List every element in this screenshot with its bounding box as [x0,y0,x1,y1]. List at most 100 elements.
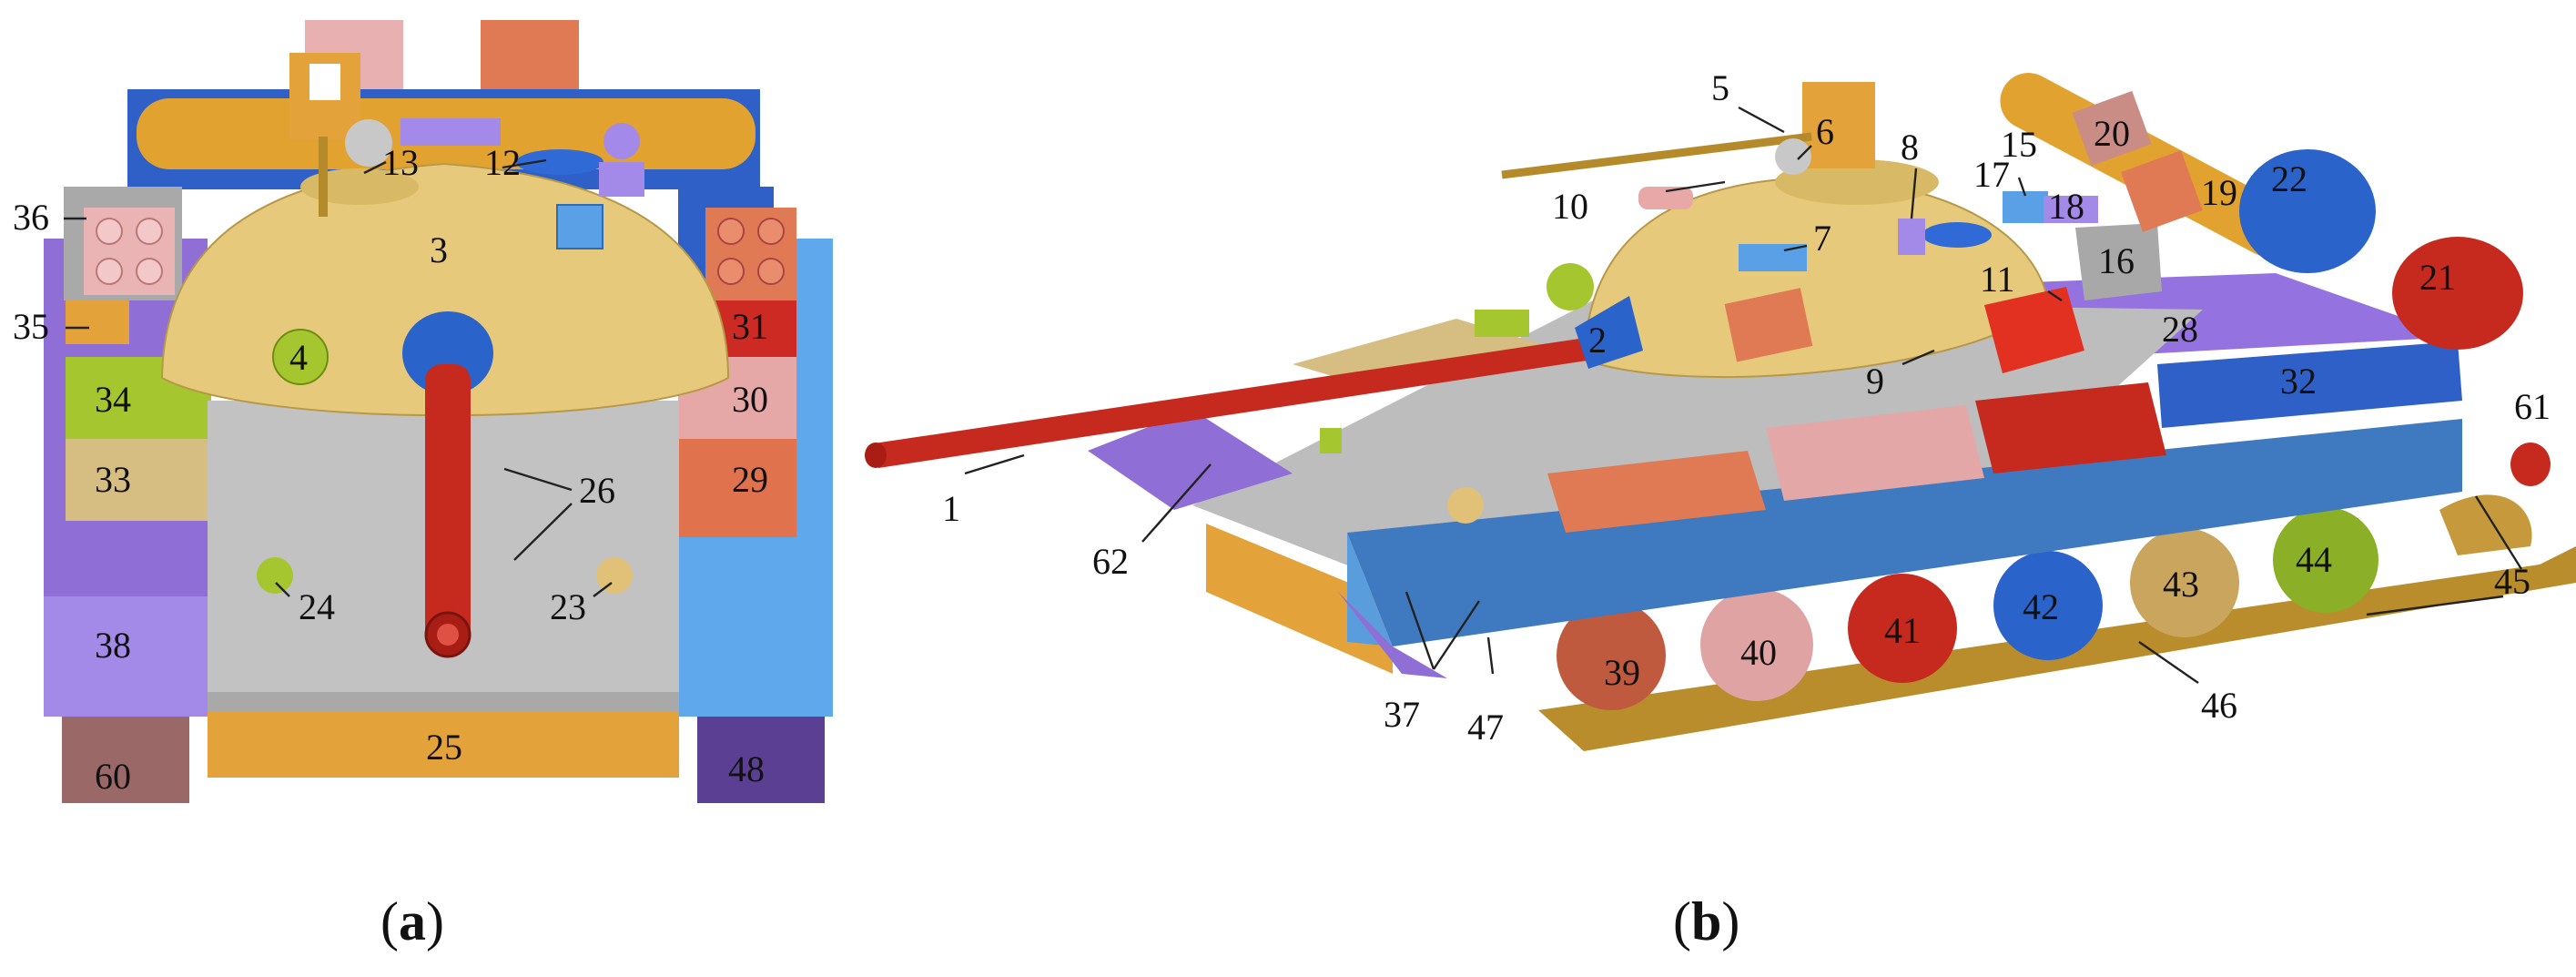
label-37: 37 [1384,694,1420,735]
label-11: 11 [1980,259,2015,300]
front-periscope [345,119,392,167]
label-21: 21 [2419,257,2456,298]
iso-wheel-43 [2130,528,2239,637]
front-barrel [425,364,471,648]
label-30: 30 [732,379,768,420]
label-16: 16 [2098,240,2135,281]
label-9: 9 [1866,361,1884,402]
label-45: 45 [2494,561,2530,602]
iso-mantlet-2 [1575,296,1643,369]
label-13: 13 [382,142,419,183]
iso-item-10 [1638,187,1693,209]
iso-box-17 [2003,191,2048,223]
front-box-31-top [705,208,796,308]
front-top-box-salmon [481,20,579,93]
label-5: 5 [1711,67,1729,108]
label-31: 31 [732,306,768,347]
label-61: 61 [2514,386,2551,427]
label-25: 25 [426,727,462,768]
iso-cupola-8 [1898,219,1925,255]
label-36: 36 [13,197,49,238]
iso-wheel-39 [1557,601,1666,710]
iso-box-20 [2072,90,2152,167]
label-15: 15 [2001,124,2037,165]
label-33: 33 [95,459,131,500]
iso-sight-5 [1802,82,1875,168]
caption-b-letter: b [1691,891,1721,952]
front-light-23 [596,557,633,594]
front-box-60 [62,717,189,803]
label-41: 41 [1884,610,1921,651]
iso-periscope-6 [1775,138,1811,175]
front-box-36 [84,208,175,295]
label-7: 7 [1813,218,1831,259]
label-32: 32 [2280,361,2317,402]
iso-wheel-44 [2273,507,2378,613]
iso-front-lower [1206,524,1393,674]
label-17: 17 [1973,154,2010,195]
label-20: 20 [2094,113,2130,154]
label-3: 3 [430,229,448,270]
front-box-33 [66,439,211,521]
label-44: 44 [2296,539,2332,580]
label-42: 42 [2023,586,2059,627]
front-box-38 [44,596,208,717]
front-mantlet [402,311,493,395]
label-24: 24 [299,586,335,627]
iso-item-61 [2510,443,2551,486]
front-box-25 [208,712,679,778]
label-10: 10 [1552,186,1588,227]
label-8: 8 [1901,127,1919,168]
label-28: 28 [2162,309,2198,350]
iso-drum-22 [2239,149,2376,273]
iso-side-skirt [1347,419,2462,646]
iso-box-19 [2121,150,2203,232]
label-46: 46 [2201,685,2237,726]
iso-box-32 [2157,341,2462,428]
label-40: 40 [1740,632,1777,673]
label-34: 34 [95,379,131,420]
iso-view: 1 2 5 6 7 8 9 10 11 15 16 17 18 19 20 21… [865,67,2576,751]
label-1: 1 [942,488,960,529]
label-4: 4 [289,337,308,378]
caption-a-letter: a [399,891,426,952]
iso-wheel-42 [1993,551,2103,660]
label-39: 39 [1604,652,1640,693]
iso-wheel-40 [1700,588,1813,701]
iso-box-16 [2075,223,2162,300]
label-29: 29 [732,459,768,500]
front-view: 3 4 12 13 23 24 25 26 29 30 31 33 34 35 … [13,20,833,803]
caption-a: (a) [380,891,444,952]
iso-plate-62 [1088,410,1293,510]
front-box-48 [697,717,825,803]
iso-barrel-1 [874,339,1593,468]
label-19: 19 [2201,172,2237,213]
label-47: 47 [1467,707,1504,748]
iso-smoke-9 [1724,288,1813,362]
label-22: 22 [2271,158,2307,199]
label-26: 26 [579,470,615,511]
label-23: 23 [550,586,586,627]
label-62: 62 [1092,541,1129,582]
label-35: 35 [13,306,49,347]
label-18: 18 [2048,186,2084,227]
label-12: 12 [484,142,521,183]
label-60: 60 [95,756,131,797]
label-38: 38 [95,625,131,666]
front-knob-4 [272,329,329,385]
label-43: 43 [2163,564,2199,605]
iso-idler-45 [2439,494,2532,555]
label-6: 6 [1816,111,1834,152]
label-48: 48 [728,748,765,789]
iso-wheel-41 [1848,574,1957,683]
front-sight-box [556,204,603,249]
iso-box-11 [1984,287,2084,373]
label-2: 2 [1588,320,1607,361]
front-light-24 [257,557,293,594]
front-cupola-12 [516,149,603,175]
iso-box-18 [2044,196,2098,223]
caption-b: (b) [1673,891,1739,952]
iso-hull-top [1192,300,2203,583]
iso-drum-21 [2392,237,2523,350]
